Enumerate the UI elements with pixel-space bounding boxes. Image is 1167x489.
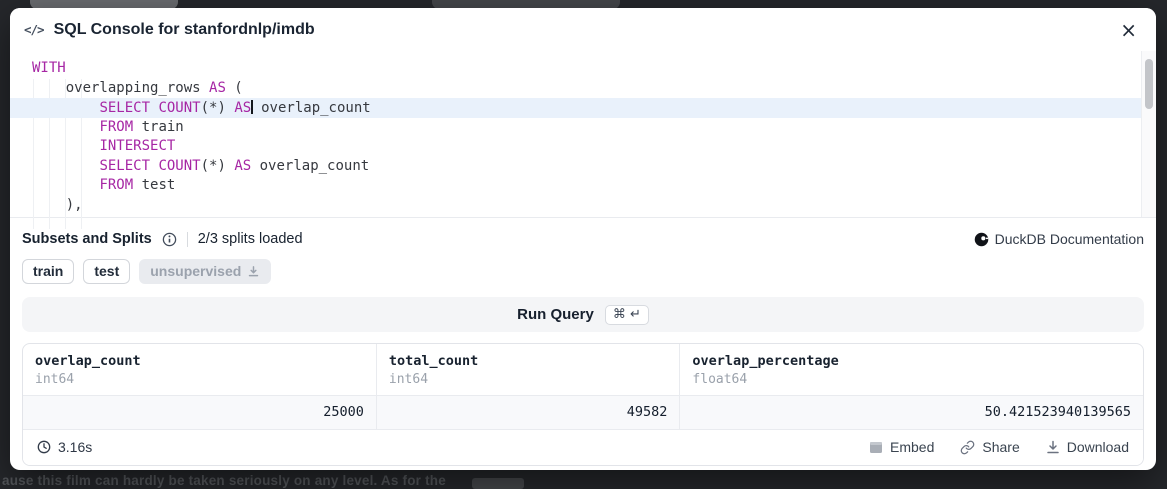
code-line[interactable]: SELECT COUNT(*) AS overlap_count xyxy=(10,157,1156,177)
download-icon xyxy=(1046,440,1059,454)
sql-text xyxy=(32,100,99,116)
code-brackets-icon: </> xyxy=(24,22,45,37)
sql-text xyxy=(32,138,99,154)
sql-text: (*) xyxy=(200,100,235,116)
sql-text: overlapping_rows xyxy=(32,79,210,96)
duckdb-logo-icon xyxy=(974,232,988,246)
link-icon xyxy=(961,440,975,454)
split-tag-label: unsupervised xyxy=(150,263,242,279)
sql-keyword: COUNT xyxy=(158,157,201,174)
sql-keyword: SELECT xyxy=(99,100,151,116)
column-type: int64 xyxy=(388,372,429,387)
code-line[interactable]: WITH xyxy=(10,59,1156,79)
background-page-element xyxy=(432,0,620,9)
splits-loaded-status: 2/3 splits loaded xyxy=(197,231,303,247)
column-header-overlap_count: overlap_count int64 xyxy=(23,344,377,395)
sql-text: ), xyxy=(32,196,83,213)
sql-keyword: FROM xyxy=(99,177,134,193)
keyboard-shortcut-badge: ⌘ ↵ xyxy=(604,304,649,325)
editor-scrollbar-thumb[interactable] xyxy=(1145,59,1153,109)
query-elapsed-time: 3.16s xyxy=(37,439,92,455)
close-button[interactable]: × xyxy=(1120,17,1137,42)
code-line[interactable]: INTERSECT xyxy=(10,137,1156,157)
background-page-element xyxy=(472,478,524,489)
result-cell-total_count: 49582 xyxy=(376,395,681,429)
download-button[interactable]: Download xyxy=(1046,439,1129,455)
column-name: overlap_percentage xyxy=(692,353,839,369)
column-name: total_count xyxy=(388,353,479,369)
splits-heading: Subsets and Splits xyxy=(22,231,152,247)
run-query-label: Run Query xyxy=(517,306,594,323)
indent-guide xyxy=(65,79,66,229)
info-icon[interactable] xyxy=(162,232,177,247)
code-line-active[interactable]: SELECT COUNT(*) AS overlap_count xyxy=(10,98,1156,118)
share-button[interactable]: Share xyxy=(960,439,1020,455)
sql-keyword: AS xyxy=(234,157,252,174)
code-area: WITH overlapping_rows AS ( SELECT COUNT(… xyxy=(10,59,1156,215)
column-header-overlap_percentage: overlap_percentage float64 xyxy=(680,344,1143,395)
sql-text xyxy=(32,119,99,135)
duckdb-documentation-link[interactable]: DuckDB Documentation xyxy=(974,231,1144,247)
column-type: float64 xyxy=(692,372,748,387)
modal-title: SQL Console for stanfordnlp/imdb xyxy=(53,20,315,38)
code-line[interactable]: overlapping_rows AS ( xyxy=(10,79,1156,99)
sql-keyword: AS xyxy=(209,79,226,96)
download-icon xyxy=(249,265,259,276)
split-tag-test[interactable]: test xyxy=(83,259,131,284)
split-tag-unsupervised[interactable]: unsupervised xyxy=(139,259,272,284)
sql-text: (*) xyxy=(200,157,235,174)
sql-keyword: COUNT xyxy=(158,100,201,116)
modal-header: </> SQL Console for stanfordnlp/imdb × xyxy=(10,8,1156,51)
code-line[interactable]: FROM train xyxy=(10,118,1156,138)
divider xyxy=(186,231,188,247)
sql-keyword: FROM xyxy=(99,118,134,135)
sql-text: train xyxy=(133,118,184,135)
split-tag-label: test xyxy=(94,263,120,279)
sql-keyword: SELECT xyxy=(99,157,151,174)
indent-guide xyxy=(33,79,34,229)
indent-guide xyxy=(49,79,50,229)
editor-scrollbar-track[interactable] xyxy=(1141,51,1156,217)
code-line[interactable]: FROM test xyxy=(10,176,1156,196)
column-type: int64 xyxy=(35,372,75,387)
background-page-text: ause this film can hardly be taken serio… xyxy=(2,473,446,488)
result-cell-overlap_count: 25000 xyxy=(23,395,377,429)
sql-editor[interactable]: WITH overlapping_rows AS ( SELECT COUNT(… xyxy=(10,51,1156,229)
sql-keyword: AS xyxy=(234,100,252,116)
result-actions: Embed Share Download xyxy=(869,439,1129,455)
result-cell-overlap_percentage: 50.421523940139565 xyxy=(680,395,1143,429)
text-cursor xyxy=(251,100,253,114)
code-line[interactable]: ), xyxy=(10,196,1156,216)
clock-icon xyxy=(37,440,51,454)
sql-text xyxy=(32,158,99,174)
splits-meta-row: Subsets and Splits 2/3 splits loaded Duc… xyxy=(22,228,1144,250)
sql-text xyxy=(32,177,99,193)
sql-keyword: INTERSECT xyxy=(99,138,176,154)
embed-button[interactable]: Embed xyxy=(869,439,934,455)
split-tag-label: train xyxy=(33,263,64,279)
sql-text: test xyxy=(133,177,176,193)
column-name: overlap_count xyxy=(35,353,141,369)
sql-text: overlap_count xyxy=(252,100,371,116)
column-header-total_count: total_count int64 xyxy=(377,344,681,395)
split-tag-train[interactable]: train xyxy=(22,259,75,284)
sql-keyword: WITH xyxy=(32,60,66,76)
sql-text: ( xyxy=(225,79,243,96)
results-footer: 3.16s Embed Share xyxy=(23,429,1143,465)
run-query-button[interactable]: Run Query ⌘ ↵ xyxy=(22,297,1144,332)
embed-icon xyxy=(870,441,883,453)
splits-tags: train test unsupervised xyxy=(22,259,1144,284)
indent-guide xyxy=(81,79,82,229)
sql-text: overlap_count xyxy=(251,157,370,174)
duckdb-documentation-label: DuckDB Documentation xyxy=(994,231,1144,247)
sql-console-modal: </> SQL Console for stanfordnlp/imdb × W… xyxy=(10,8,1156,470)
background-page-element xyxy=(30,0,178,9)
